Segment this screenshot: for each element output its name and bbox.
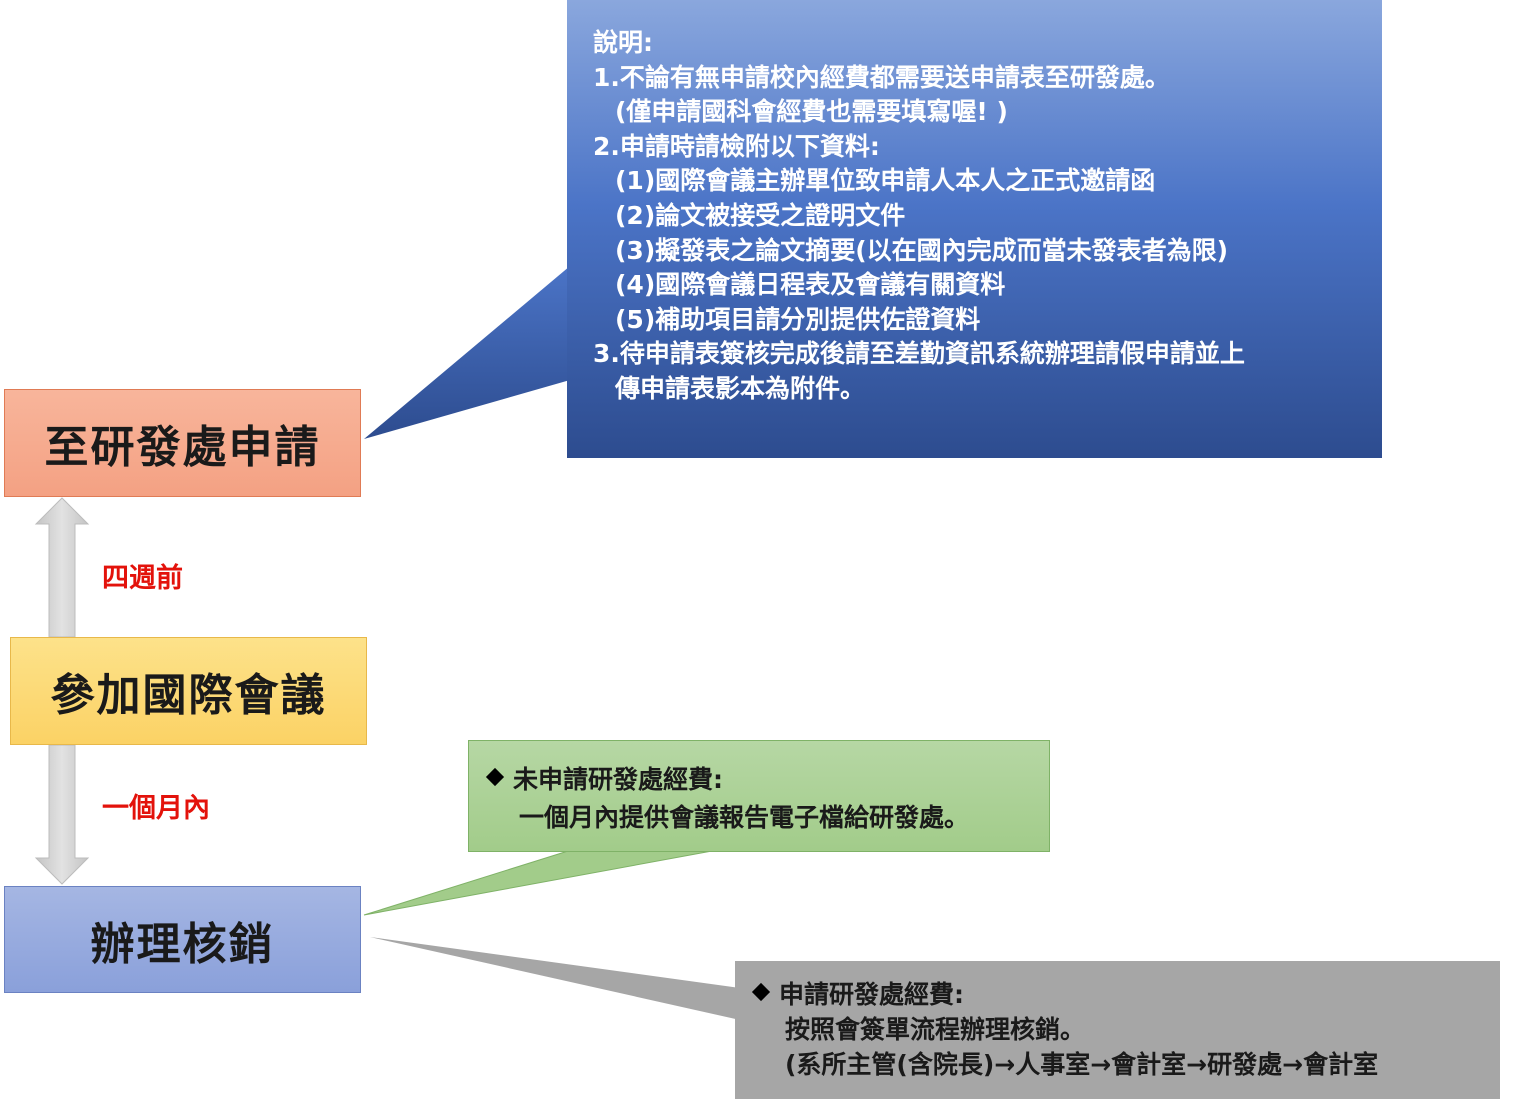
step-apply-label: 至研發處申請 xyxy=(44,422,321,473)
fund-body-line: 按照會簽單流程辦理核銷。 xyxy=(785,1015,1086,1044)
fund-callout-tail xyxy=(370,937,740,1020)
fund-callout: 申請研發處經費: 按照會簽單流程辦理核銷。 (系所主管(含院長)→人事室→會計室… xyxy=(735,961,1500,1099)
timing-before-label: 四週前 xyxy=(102,563,183,594)
fund-body-line: (系所主管(含院長)→人事室→會計室→研發處→會計室 xyxy=(785,1050,1379,1079)
timing-after-label: 一個月內 xyxy=(102,793,210,824)
no-fund-callout-tail xyxy=(363,850,713,916)
step-attend-conference: 參加國際會議 xyxy=(10,637,367,745)
apply-callout-tail xyxy=(364,266,570,439)
up-arrow xyxy=(34,497,90,638)
step-apply-at-rd-office: 至研發處申請 xyxy=(4,389,361,497)
apply-note-line: (1)國際會議主辦單位致申請人本人之正式邀請函 xyxy=(615,166,1156,196)
down-arrow xyxy=(34,744,90,885)
apply-note-heading: 說明: xyxy=(593,28,653,57)
step-attend-label: 參加國際會議 xyxy=(50,670,327,721)
diamond-bullet-icon xyxy=(485,767,505,787)
apply-note-line: (4)國際會議日程表及會議有關資料 xyxy=(615,270,1006,300)
no-fund-callout: 未申請研發處經費: 一個月內提供會議報告電子檔給研發處。 xyxy=(468,740,1050,852)
apply-note-line: (5)補助項目請分別提供佐證資料 xyxy=(615,304,981,334)
apply-note-line: 3.待申請表簽核完成後請至差勤資訊系統辦理請假申請並上 xyxy=(593,339,1245,369)
apply-note-line: 傳申請表影本為附件。 xyxy=(615,373,866,403)
apply-note-line: 2.申請時請檢附以下資料: xyxy=(593,131,880,161)
apply-note-line: 1.不論有無申請校內經費都需要送申請表至研發處。 xyxy=(593,62,1170,92)
no-fund-title: 未申請研發處經費: xyxy=(513,765,723,794)
step-reimburse-label: 辦理核銷 xyxy=(90,918,275,970)
diamond-bullet-icon xyxy=(751,982,771,1002)
step-reimbursement: 辦理核銷 xyxy=(4,886,361,993)
apply-note-line: (僅申請國科會經費也需要填寫喔! ) xyxy=(615,97,1008,127)
apply-note-line: (3)擬發表之論文摘要(以在國內完成而當未發表者為限) xyxy=(615,235,1229,265)
apply-note-line: (2)論文被接受之證明文件 xyxy=(615,200,906,230)
fund-title: 申請研發處經費: xyxy=(779,980,964,1009)
no-fund-body: 一個月內提供會議報告電子檔給研發處。 xyxy=(519,803,970,832)
apply-instructions-callout: 說明: 1.不論有無申請校內經費都需要送申請表至研發處。 (僅申請國科會經費也需… xyxy=(567,0,1382,458)
